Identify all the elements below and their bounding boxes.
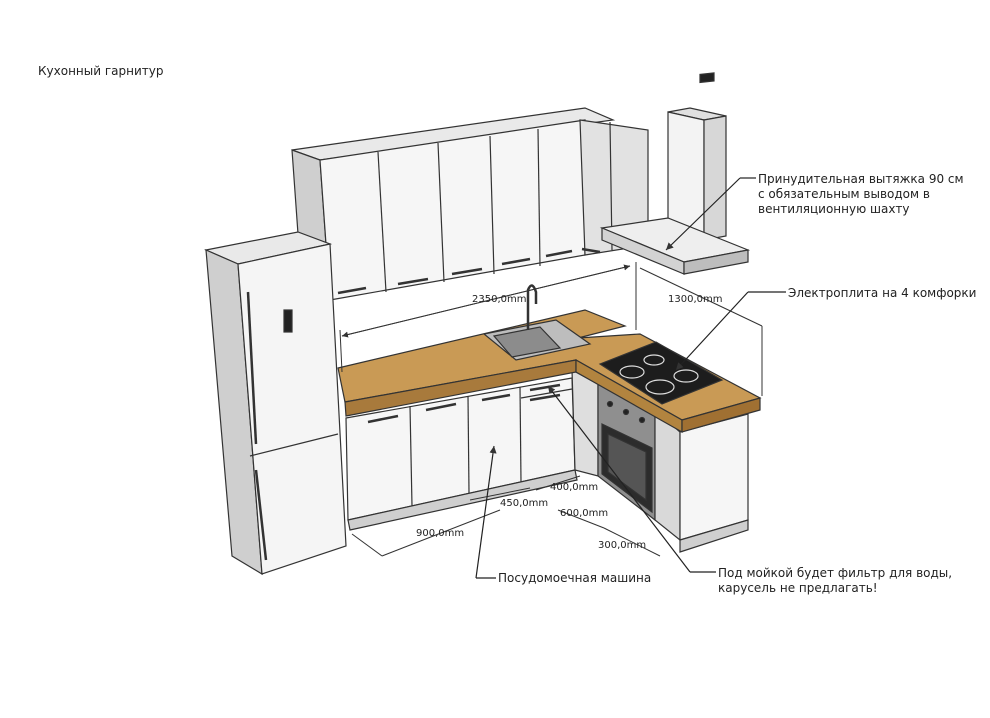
callout-hood-line-2: с обязательным выводом в xyxy=(758,187,930,201)
callout-hood-line-3: вентиляционную шахту xyxy=(758,202,910,216)
callout-sink-filter: Под мойкой будет фильтр для воды, карусе… xyxy=(718,566,952,596)
oven xyxy=(597,383,656,522)
dimension-labels: 2350,0mm 1300,0mm 900,0mm 450,0mm 400,0m… xyxy=(416,294,722,551)
callout-dishwasher: Посудомоечная машина xyxy=(498,571,652,585)
dim-400: 400,0mm xyxy=(550,482,598,493)
callout-stove: Электроплита на 4 комфорки xyxy=(788,286,977,300)
hob xyxy=(598,341,724,405)
base-cabinets xyxy=(345,368,599,531)
callout-hood: Принудительная вытяжка 90 см с обязатель… xyxy=(758,172,964,217)
fridge xyxy=(204,231,347,576)
dim-300: 300,0mm xyxy=(598,540,646,551)
leader-lines xyxy=(475,177,786,579)
dim-600: 600,0mm xyxy=(560,508,608,519)
sink xyxy=(482,284,592,361)
dim-top-run: 2350,0mm xyxy=(472,294,526,305)
side-base-cabinet xyxy=(654,408,749,553)
dim-side-run: 1300,0mm xyxy=(668,294,722,305)
callout-sink-filter-line-2: карусель не предлагать! xyxy=(718,581,878,595)
callout-hood-line-1: Принудительная вытяжка 90 см xyxy=(758,172,964,186)
upper-cabinets xyxy=(291,107,649,301)
page-title: Кухонный гарнитур xyxy=(38,64,164,78)
callout-sink-filter-line-1: Под мойкой будет фильтр для воды, xyxy=(718,566,953,580)
dimension-lines xyxy=(339,262,763,557)
dim-900: 900,0mm xyxy=(416,528,464,539)
range-hood xyxy=(599,72,751,275)
dim-450: 450,0mm xyxy=(500,498,548,509)
